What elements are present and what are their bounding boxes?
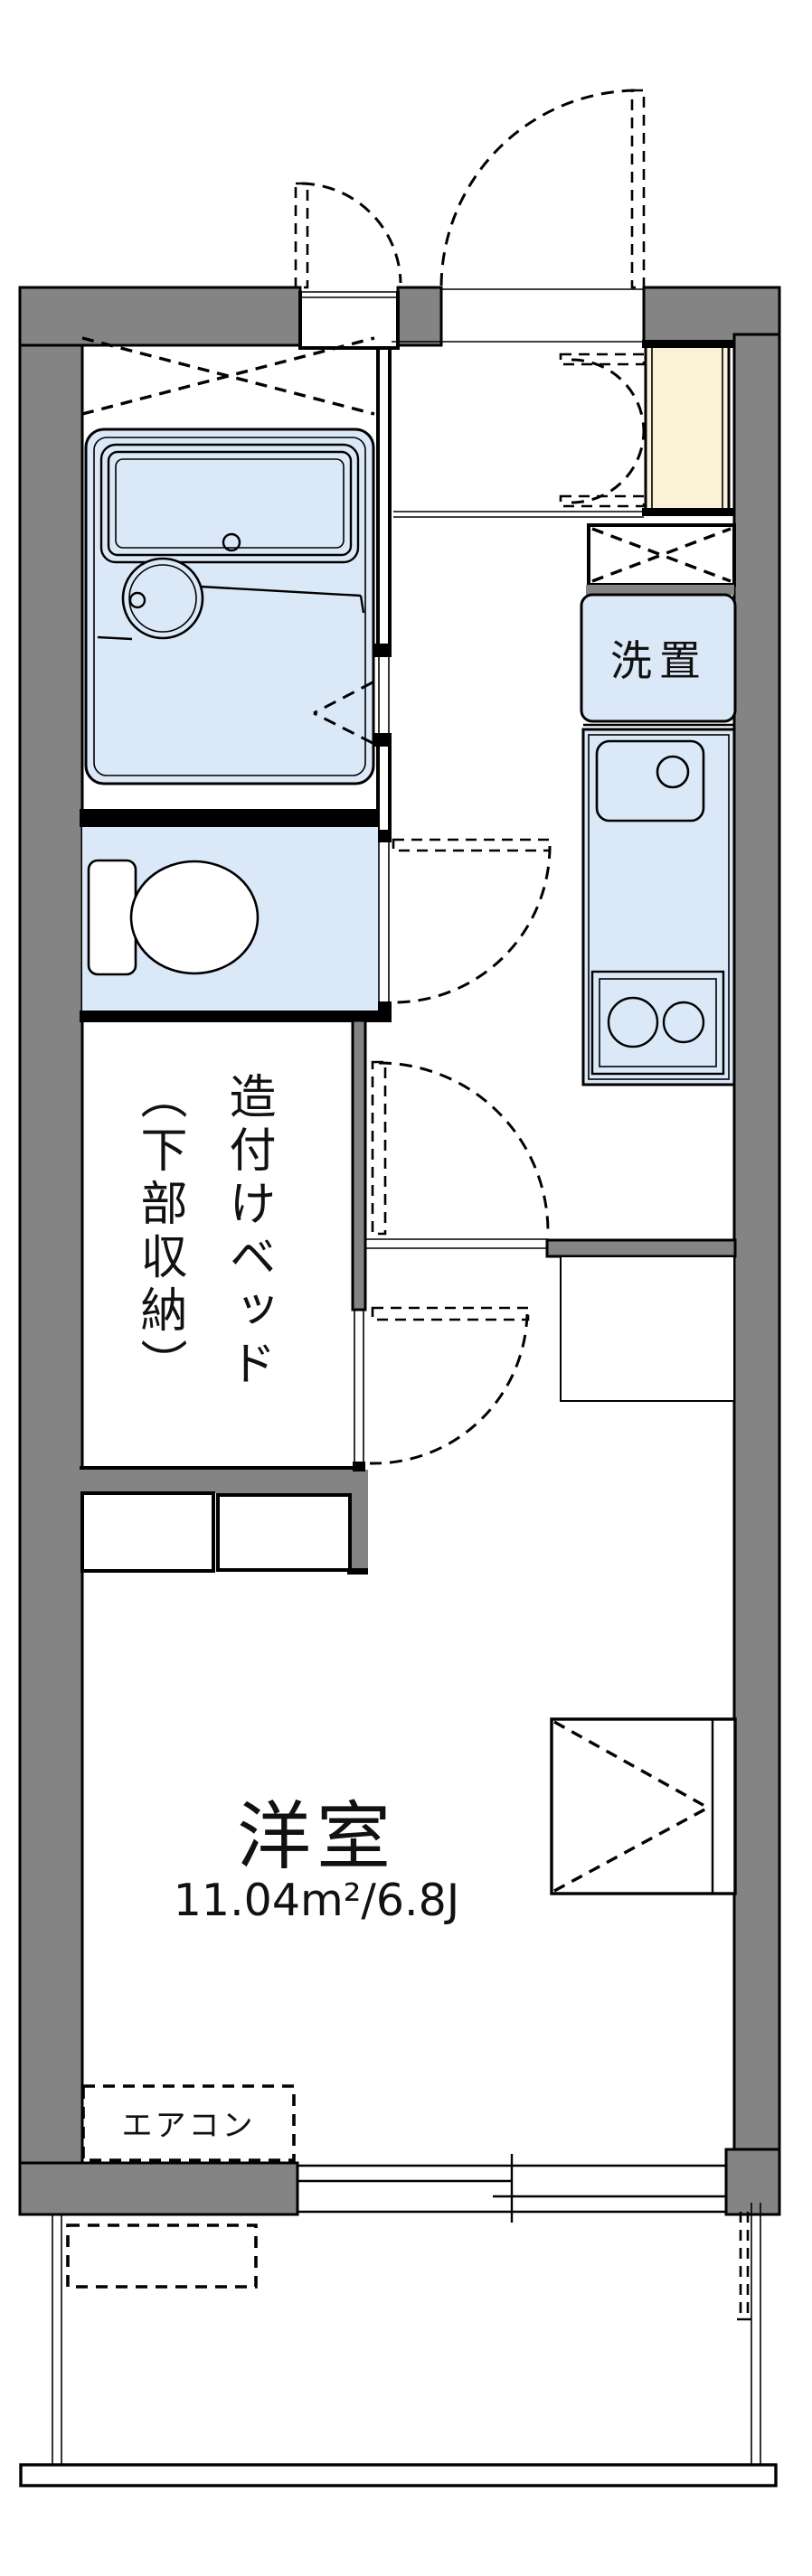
bath-door-fold <box>313 681 373 745</box>
entrance-door-swing-arc <box>439 89 639 287</box>
toilet-bed-wall <box>80 1011 392 1022</box>
kitchen <box>581 728 736 1086</box>
toilet-door-swing-arc <box>392 845 552 1004</box>
toilet-tank <box>87 859 137 976</box>
bathtub-drain <box>222 532 241 552</box>
bathtub <box>99 443 360 564</box>
bed-alcove-door <box>369 1306 530 1465</box>
balcony-rail <box>19 2463 778 2487</box>
bed-alcove-door-swing-arc <box>369 1313 529 1465</box>
top-wall-left <box>18 286 302 347</box>
meter-box-niche <box>298 291 400 350</box>
room-entry-door <box>365 1060 550 1249</box>
bed-alcove-door-leaf <box>371 1306 530 1321</box>
room-entry-door-swing-arc <box>378 1061 550 1233</box>
balcony <box>19 2203 778 2487</box>
genkan <box>393 340 734 518</box>
top-wall-pier <box>396 286 443 347</box>
bathroom <box>84 428 375 785</box>
corridor-wall-stub <box>545 1238 737 1258</box>
under-bed-storage-box <box>80 1491 215 1573</box>
meter-box-door <box>294 182 402 289</box>
toilet-door-leaf <box>392 838 552 852</box>
bottom-wall-right-corner <box>724 2148 781 2216</box>
washbasin <box>121 557 204 640</box>
kitchen-counter <box>581 728 736 1086</box>
entrance-door <box>439 89 646 289</box>
washbasin-faucet <box>128 591 146 609</box>
refrigerator-space <box>560 1255 735 1402</box>
air-conditioner-box <box>81 2084 296 2162</box>
bed-wall-return <box>347 1470 368 1573</box>
stove-burner <box>662 1001 705 1044</box>
upper-storage-x <box>81 336 375 416</box>
entrance-door-leaf <box>630 89 646 289</box>
outer-walls <box>18 286 781 2216</box>
meter-box-door-swing-arc <box>301 182 402 284</box>
bottom-wall-left <box>18 2161 299 2216</box>
sliding-window <box>297 2154 726 2223</box>
meter-box-door-leaf <box>294 182 309 289</box>
room-entry-door-leaf <box>371 1060 387 1236</box>
side-window-box <box>550 1717 737 1895</box>
under-bed-storage-box <box>216 1493 352 1572</box>
stove-burner <box>607 996 659 1048</box>
bed-corridor-wall <box>351 1019 367 1312</box>
stove <box>590 970 725 1076</box>
entrance-storage-doors <box>559 353 646 508</box>
bath-unit <box>84 428 375 785</box>
washing-machine-space <box>580 593 737 727</box>
left-wall <box>18 286 84 2216</box>
bath-toilet-wall <box>80 809 378 827</box>
kitchen-sink <box>595 739 705 823</box>
equipment-space <box>66 2223 258 2289</box>
balcony-partition <box>737 2212 751 2321</box>
kitchen-faucet <box>656 755 690 789</box>
bed-alcove <box>77 1019 368 1575</box>
toilet-room <box>82 827 378 1011</box>
toilet-door <box>392 838 552 1004</box>
toilet-bowl <box>129 860 260 975</box>
right-wall <box>732 333 781 2216</box>
genkan-floor <box>644 343 731 513</box>
shoe-storage <box>586 523 736 595</box>
